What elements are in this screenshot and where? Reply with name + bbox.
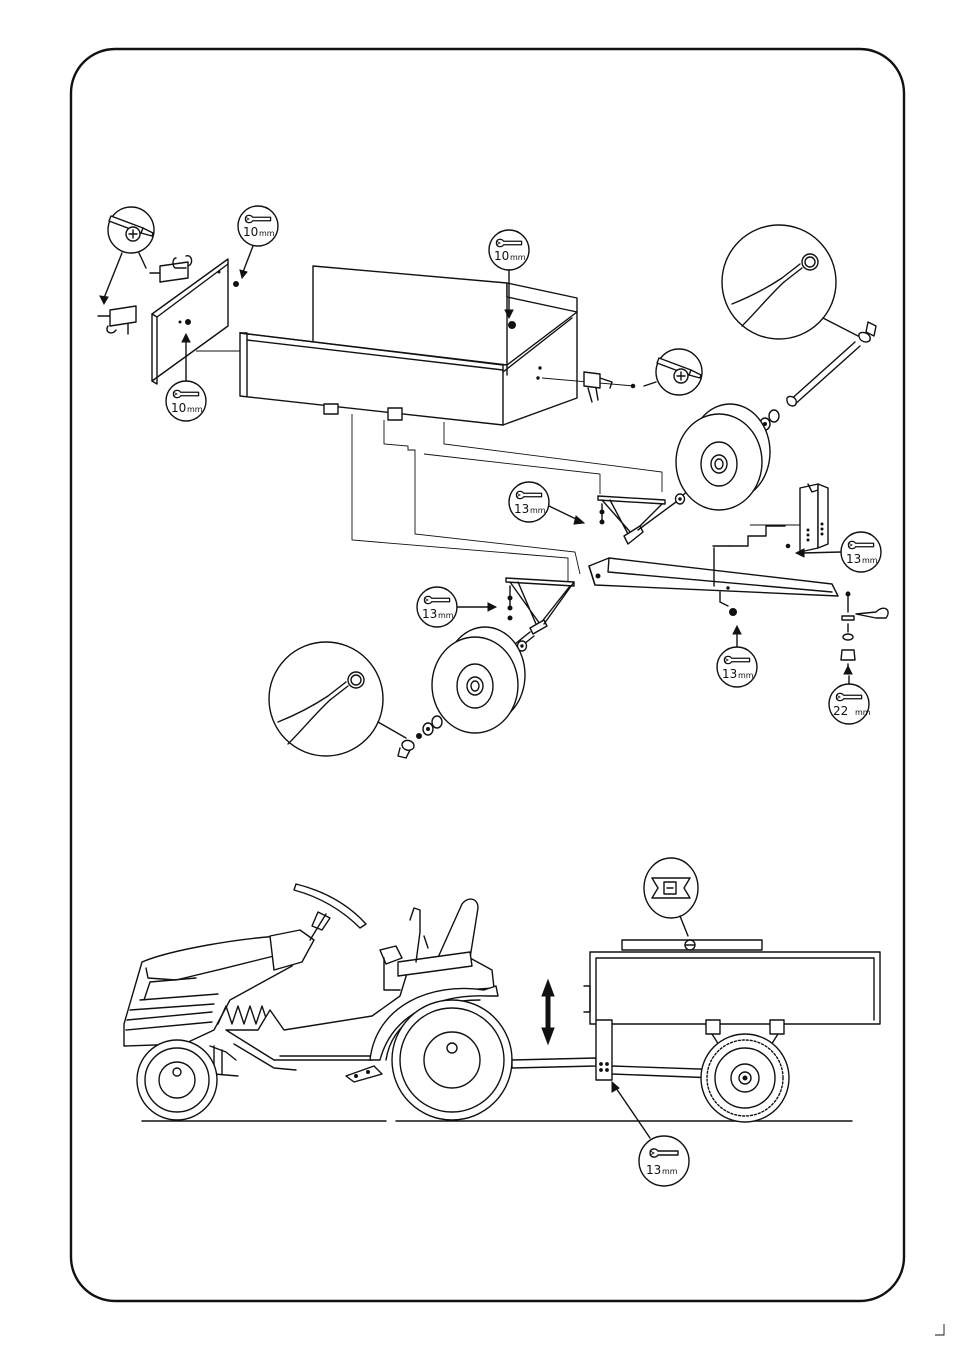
svg-text:mm: mm bbox=[530, 506, 546, 515]
wrench-unit-22: mm bbox=[855, 708, 871, 717]
wrench-unit-13-b: mm bbox=[530, 506, 546, 515]
pliers-callout-top-right bbox=[722, 225, 858, 339]
svg-text:13: 13 bbox=[722, 667, 737, 681]
svg-text:22: 22 bbox=[833, 704, 848, 718]
trailer-box bbox=[240, 266, 577, 425]
wrench-unit-13-e: mm bbox=[662, 1167, 678, 1176]
svg-text:mm: mm bbox=[738, 671, 754, 680]
svg-text:mm: mm bbox=[510, 253, 526, 262]
wrench-size-13-a: 13 bbox=[846, 552, 861, 566]
wrench-unit-10-a: mm bbox=[259, 229, 275, 238]
svg-text:13: 13 bbox=[646, 1163, 661, 1177]
wrench-unit-13-a: mm bbox=[862, 556, 878, 565]
trailer-side-view bbox=[584, 940, 880, 1122]
svg-text:13: 13 bbox=[846, 552, 861, 566]
svg-text:10: 10 bbox=[494, 249, 509, 263]
screwdriver-callout-top-left bbox=[100, 207, 154, 304]
svg-text:10: 10 bbox=[171, 401, 186, 415]
lower-cross-member bbox=[506, 578, 574, 634]
wrench-size-13-e: 13 bbox=[646, 1163, 661, 1177]
wrench-size-10-c: 10 bbox=[494, 249, 509, 263]
wrench-unit-10-c: mm bbox=[510, 253, 526, 262]
wrench-unit-10-b: mm bbox=[187, 405, 203, 414]
pliers-callout-bottom-left bbox=[269, 642, 406, 756]
wrench-callout-13mm-lower: 13 mm bbox=[417, 587, 496, 627]
svg-text:mm: mm bbox=[438, 611, 454, 620]
svg-text:mm: mm bbox=[259, 229, 275, 238]
wrench-size-10-b: 10 bbox=[171, 401, 186, 415]
hitch-bracket bbox=[786, 484, 828, 552]
wrench-callout-13mm-upper: 13 mm bbox=[509, 482, 584, 524]
wrench-unit-13-c: mm bbox=[438, 611, 454, 620]
tailgate-latch-upper bbox=[150, 256, 192, 282]
lawn-tractor bbox=[124, 884, 596, 1120]
wrench-callout-13mm-bottom: 13 mm bbox=[612, 1082, 689, 1186]
wrench-size-10-a: 10 bbox=[243, 225, 258, 239]
wheel-right-top bbox=[676, 404, 770, 510]
height-adjust-arrow bbox=[542, 980, 554, 1044]
wrench-unit-13-d: mm bbox=[738, 671, 754, 680]
wrench-callout-13mm-drawbar: 13 mm bbox=[717, 626, 757, 687]
svg-text:13: 13 bbox=[422, 607, 437, 621]
tipping-lock-callout bbox=[644, 858, 698, 936]
wrench-size-13-b: 13 bbox=[514, 502, 529, 516]
screwdriver-callout-box bbox=[644, 349, 702, 395]
crop-mark bbox=[935, 1324, 944, 1335]
wrench-size-13-d: 13 bbox=[722, 667, 737, 681]
wrench-size-22: 22 bbox=[833, 704, 848, 718]
svg-text:10: 10 bbox=[243, 225, 258, 239]
wrench-callout-10mm-top: 10 mm bbox=[238, 206, 278, 278]
wrench-callout-22mm: 22 mm bbox=[829, 676, 871, 724]
svg-text:mm: mm bbox=[662, 1167, 678, 1176]
svg-text:mm: mm bbox=[855, 708, 871, 717]
hitch-pin-assembly bbox=[841, 592, 888, 674]
wheel-left-bottom bbox=[432, 627, 525, 733]
upper-cross-member bbox=[598, 494, 685, 544]
svg-text:mm: mm bbox=[187, 405, 203, 414]
wrench-size-13-c: 13 bbox=[422, 607, 437, 621]
tailgate-latch-lower bbox=[98, 306, 136, 334]
svg-text:13: 13 bbox=[514, 502, 529, 516]
svg-text:mm: mm bbox=[862, 556, 878, 565]
